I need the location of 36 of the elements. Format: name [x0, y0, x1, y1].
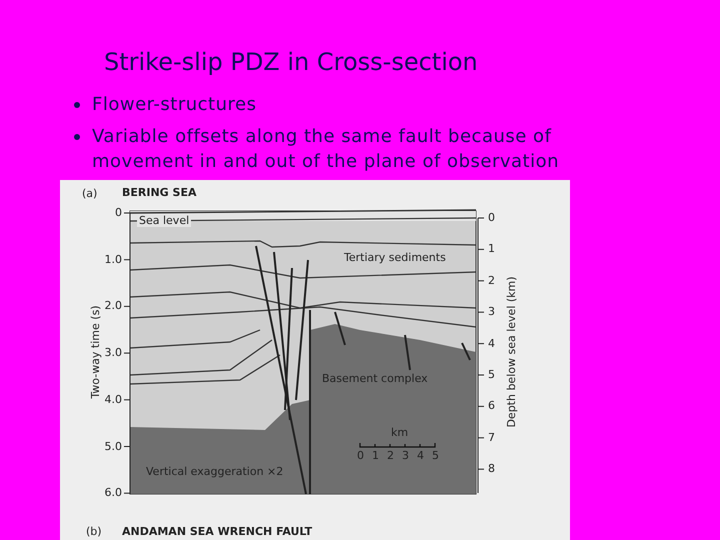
axis-tick-label: 3 — [488, 306, 495, 318]
note-text: Vertical exaggeration ×2 — [146, 466, 284, 478]
axis-tick-label: 6 — [488, 400, 495, 412]
scale-number: 2 — [387, 450, 394, 462]
axis-tick-label: 5 — [488, 369, 495, 382]
layer-label: Sea level — [137, 215, 192, 228]
axis-tick-label: 0 — [115, 207, 122, 220]
axis-tick-label: 0 — [488, 212, 495, 224]
scale-number: 1 — [372, 450, 379, 462]
axis-tick-label: 2.0 — [104, 300, 122, 312]
axis-tick-label: 1 — [488, 243, 495, 256]
layer-label: Tertiary sediments — [344, 252, 446, 264]
axis-tick-label: 4 — [488, 338, 495, 350]
axis-title: Depth below sea level (km) — [506, 276, 518, 428]
scale-number: 4 — [417, 450, 424, 462]
axis-title: Two-way time (s) — [90, 305, 102, 399]
figure-title: ANDAMAN SEA WRENCH FAULT — [122, 526, 312, 538]
axis-tick-label: 4.0 — [104, 394, 122, 406]
scale-number: 0 — [357, 450, 364, 462]
panel-letter: (a) — [82, 188, 98, 200]
scale-number: 5 — [432, 450, 439, 462]
scale-label: km — [391, 427, 408, 440]
bullet-text: Variable offsets along the same fault because of movement in and out of the plane of observation — [92, 125, 560, 174]
axis-tick-label: 5.0 — [104, 440, 122, 453]
panel-letter: (b) — [86, 526, 102, 538]
axis-tick-label: 8 — [488, 463, 495, 476]
axis-tick-label: 6.0 — [104, 487, 122, 500]
axis-tick-label: 7 — [488, 432, 495, 444]
bullet-text: Flower-structures — [92, 93, 258, 117]
figure-title: BERING SEA — [122, 187, 196, 200]
slide-title: Strike-slip PDZ in Cross-section — [104, 48, 478, 76]
scale-number: 3 — [402, 450, 409, 462]
axis-tick-label: 3.0 — [104, 347, 122, 360]
axis-tick-label: 2 — [488, 274, 495, 287]
layer-label: Basement complex — [322, 373, 428, 386]
axis-tick-label: 1.0 — [104, 254, 122, 266]
